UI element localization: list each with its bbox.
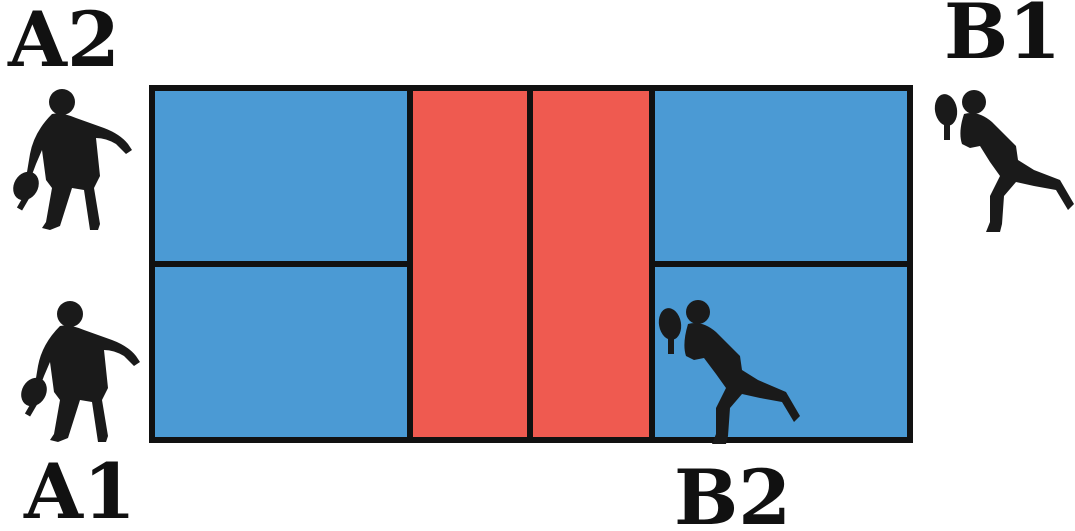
player-label-a2: A2 [7,0,120,84]
player-a1-silhouette-icon [16,301,140,442]
court-left-kitchen [410,88,530,440]
player-label-b1: B1 [944,0,1061,76]
court [152,88,910,440]
player-b1-silhouette-icon [932,90,1074,232]
player-a2-silhouette-icon [8,89,132,230]
court-right-kitchen [530,88,652,440]
player-label-b2: B2 [674,453,791,531]
player-label-a1: A1 [23,447,136,531]
